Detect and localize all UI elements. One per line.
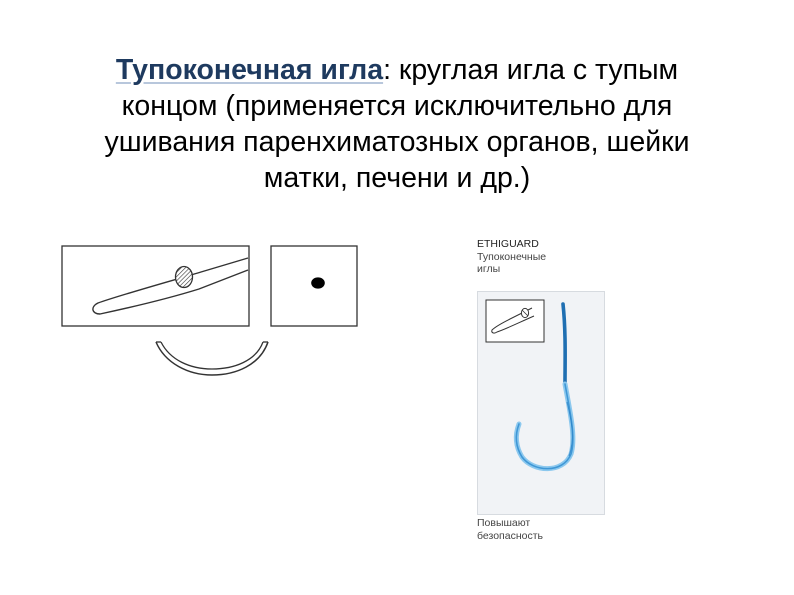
needle-diagram — [61, 245, 358, 376]
product-package: ETHIGUARD Тупоконечные иглы Повышают без… — [474, 238, 610, 543]
package-subtitle-line-2: иглы — [477, 263, 501, 275]
blue-suture-needle — [513, 302, 576, 472]
term-highlight: Тупоконечная игла — [115, 54, 384, 86]
package-footer-line-1: Повышают — [477, 517, 531, 529]
package-subtitle-line-1: Тупоконечные — [477, 250, 547, 263]
package-footer-line-2: безопасность — [477, 529, 543, 542]
needle-cross-section — [270, 245, 358, 327]
text-line-3: ушивания паренхиматозных органов, шейки — [104, 126, 690, 158]
text-line-2: концом (применяется исключительно для — [121, 90, 673, 122]
text-line-4: матки, печени и др.) — [263, 162, 531, 194]
needle-tip-side-view — [61, 245, 250, 327]
needle-thumbnail — [485, 299, 545, 343]
text-line-1: Тупоконечная игла: круглая игла с тупым — [40, 52, 754, 88]
package-footer: Повышают безопасность — [477, 517, 543, 542]
suture-illustration — [485, 299, 576, 472]
package-brand: ETHIGUARD — [477, 238, 539, 250]
package-window — [477, 291, 605, 515]
definition-start: : круглая игла с тупым — [383, 54, 679, 86]
package-header: ETHIGUARD Тупоконечные иглы — [477, 238, 546, 276]
needle-curve — [155, 341, 269, 376]
slide-text: Тупоконечная игла: круглая игла с тупым … — [40, 52, 754, 196]
